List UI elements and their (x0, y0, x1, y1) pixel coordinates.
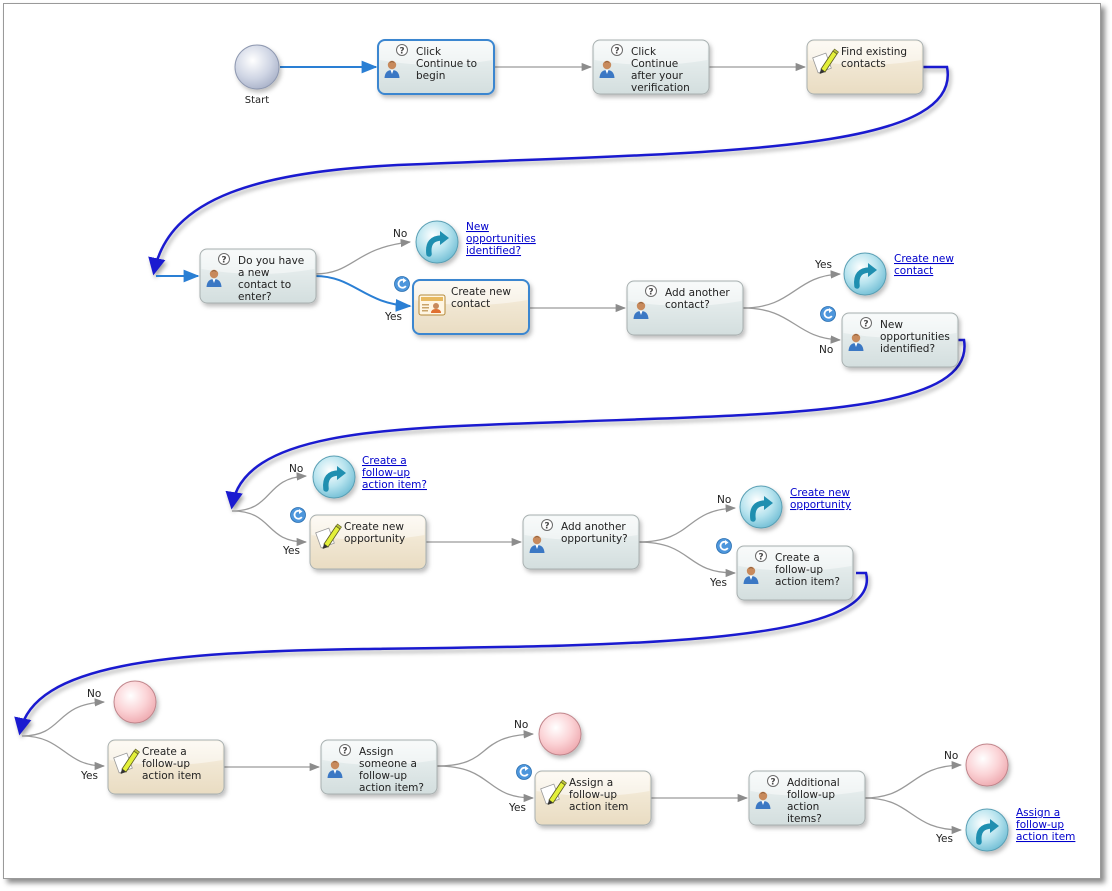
branch-label-yes: Yes (709, 577, 727, 589)
row-wrap-connector-2 (225, 338, 966, 510)
loop-icon (515, 763, 533, 781)
end-event[interactable] (538, 712, 582, 756)
row-wrap-connector-1 (148, 65, 949, 276)
branch-label-yes: Yes (80, 770, 98, 782)
process-diagram-canvas: ? (3, 3, 1101, 879)
question-icon (767, 775, 779, 788)
loop-icon (393, 275, 411, 293)
end-event[interactable] (965, 743, 1009, 787)
branch-label-yes: Yes (282, 545, 300, 557)
flow-connectors (21, 60, 963, 835)
loop-icon (819, 305, 837, 323)
branch-labels: No Yes Yes No No Yes No Yes No Yes No Ye… (80, 228, 958, 845)
branch-label-no: No (87, 688, 101, 700)
branch-label-no: No (289, 463, 303, 475)
branch-label-no: No (819, 344, 833, 356)
row-wrap-connector-3 (14, 571, 869, 736)
start-event[interactable]: Start (234, 44, 280, 106)
process-flow-diagram: ? (14, 39, 1075, 852)
branch-label-no: No (944, 750, 958, 762)
branch-label-no: No (717, 494, 731, 506)
question-icon (645, 285, 657, 298)
end-event[interactable] (113, 680, 157, 724)
branch-label-no: No (393, 228, 407, 240)
branch-label-no: No (514, 719, 528, 731)
branch-label-yes: Yes (814, 259, 832, 271)
start-label: Start (245, 95, 270, 106)
question-icon (611, 44, 623, 57)
contact-card-icon (418, 294, 446, 316)
question-icon (755, 550, 767, 563)
loop-icon (289, 506, 307, 524)
question-icon (860, 317, 872, 330)
question-icon (541, 519, 553, 532)
branch-label-yes: Yes (508, 802, 526, 814)
loop-icon (715, 537, 733, 555)
question-icon (396, 44, 408, 57)
question-icon (218, 253, 230, 266)
branch-label-yes: Yes (935, 833, 953, 845)
branch-label-yes: Yes (384, 311, 402, 323)
question-icon (339, 744, 351, 757)
